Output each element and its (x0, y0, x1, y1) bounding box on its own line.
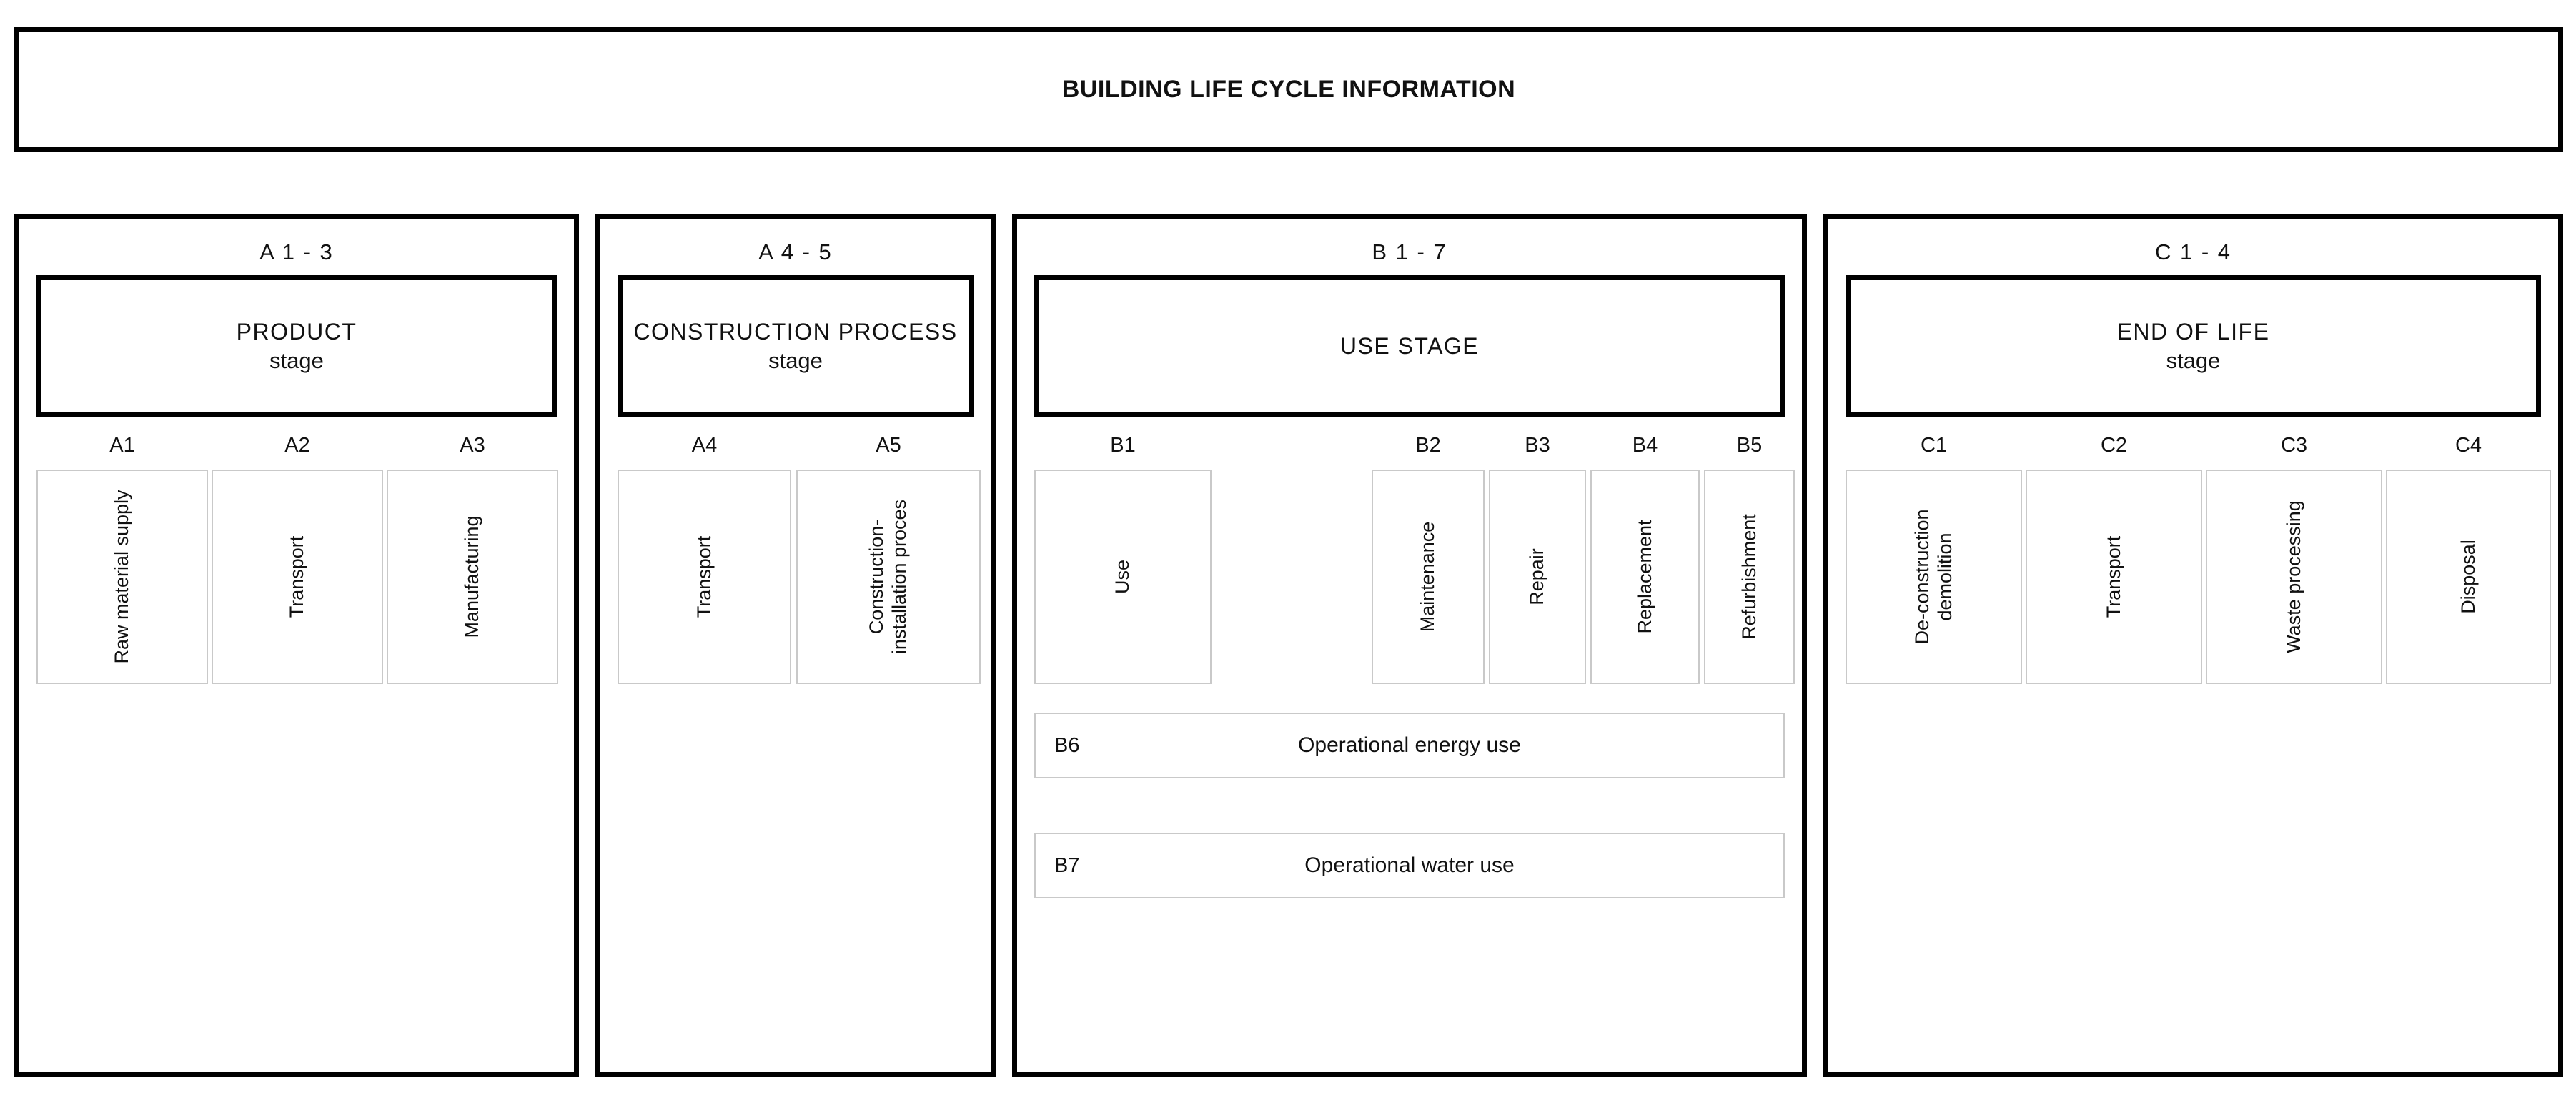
stage-name-c14: END OF LIFE (2116, 318, 2270, 345)
module-code-a5: A5 (876, 434, 901, 457)
module-code-b4: B4 (1632, 434, 1658, 457)
module-c4: C4 Disposal (2386, 427, 2551, 684)
module-box-b2: Maintenance (1372, 470, 1485, 684)
module-a1: A1 Raw material supply (36, 427, 208, 684)
stage-sub-a45: stage (768, 347, 823, 373)
module-row-b6: B6 Operational energy use (1034, 713, 1785, 778)
module-label-c2: Transport (2102, 535, 2124, 618)
module-box-c2: Transport (2026, 470, 2202, 684)
module-code-c1: C1 (1920, 434, 1948, 457)
stage-box-a13: PRODUCT stage (36, 275, 557, 417)
modules-a13: A1 Raw material supply A2 Transport A3 M… (36, 427, 558, 684)
module-code-c3: C3 (2280, 434, 2308, 457)
module-code-a2: A2 (284, 434, 310, 457)
module-label-b7: Operational water use (1304, 853, 1515, 877)
module-label-b6: Operational energy use (1298, 733, 1521, 757)
module-label-a4: Transport (693, 535, 715, 618)
module-a4: A4 Transport (618, 427, 791, 684)
stage-box-a45: CONSTRUCTION PROCESS stage (618, 275, 974, 417)
module-c3: C3 Waste processing (2206, 427, 2382, 684)
module-label-b3: Repair (1526, 548, 1548, 605)
stage-panel-a45: A 4 - 5 CONSTRUCTION PROCESS stage A4 Tr… (595, 214, 996, 1077)
module-code-a4: A4 (691, 434, 718, 457)
module-box-b4: Replacement (1590, 470, 1700, 684)
module-label-b2: Maintenance (1417, 521, 1439, 633)
module-label-a5: Construction-installation proces (866, 499, 910, 655)
module-box-a4: Transport (618, 470, 791, 684)
module-label-b5: Refurbishment (1738, 514, 1760, 640)
modules-a45: A4 Transport A5 Construction-installatio… (618, 427, 981, 684)
module-code-c4: C4 (2454, 434, 2482, 457)
module-box-a5: Construction-installation proces (796, 470, 981, 684)
module-code-b5: B5 (1736, 434, 1763, 457)
module-a3: A3 Manufacturing (387, 427, 558, 684)
stage-panel-a13: A 1 - 3 PRODUCT stage A1 Raw material su… (14, 214, 579, 1077)
module-box-c3: Waste processing (2206, 470, 2382, 684)
module-box-b5: Refurbishment (1704, 470, 1795, 684)
modules-b17: B1 Use B2 Maintenance B3 Repair (1034, 427, 1795, 684)
module-label-a2: Transport (286, 535, 308, 618)
module-b5: B5 Refurbishment (1704, 427, 1795, 684)
module-code-b6: B6 (1054, 733, 1080, 757)
module-c2: C2 Transport (2026, 427, 2202, 684)
stage-name-a45: CONSTRUCTION PROCESS (633, 318, 958, 345)
module-box-b3: Repair (1489, 470, 1586, 684)
module-code-b2: B2 (1415, 434, 1441, 457)
module-box-a2: Transport (212, 470, 383, 684)
module-label-a3: Manufacturing (461, 515, 483, 638)
module-code-b1: B1 (1110, 434, 1136, 457)
stage-panels: A 1 - 3 PRODUCT stage A1 Raw material su… (14, 214, 2563, 1077)
stage-sub-c14: stage (2166, 347, 2221, 373)
stage-code-a13: A 1 - 3 (259, 239, 334, 264)
module-a2: A2 Transport (212, 427, 383, 684)
stage-code-a45: A 4 - 5 (758, 239, 833, 264)
module-b1: B1 Use (1034, 427, 1212, 684)
stage-name-a13: PRODUCT (236, 318, 357, 345)
module-label-c3: Waste processing (2282, 500, 2304, 653)
banner-title: BUILDING LIFE CYCLE INFORMATION (1061, 76, 1516, 103)
module-code-c2: C2 (2100, 434, 2128, 457)
module-row-b7: B7 Operational water use (1034, 833, 1785, 898)
module-label-c4: Disposal (2457, 540, 2479, 614)
module-label-b4: Replacement (1633, 520, 1655, 634)
module-a5: A5 Construction-installation proces (796, 427, 981, 684)
stage-box-c14: END OF LIFE stage (1846, 275, 2541, 417)
stage-box-b17: USE STAGE (1034, 275, 1785, 417)
stage-panel-c14: C 1 - 4 END OF LIFE stage C1 De-construc… (1823, 214, 2563, 1077)
module-label-c1: De-construction demolition (1911, 509, 1956, 645)
stage-sub-a13: stage (269, 347, 324, 373)
module-box-c4: Disposal (2386, 470, 2551, 684)
module-box-a3: Manufacturing (387, 470, 558, 684)
module-box-a1: Raw material supply (36, 470, 208, 684)
module-code-a1: A1 (109, 434, 135, 457)
module-b4: B4 Replacement (1590, 427, 1700, 684)
module-box-c1: De-construction demolition (1846, 470, 2022, 684)
module-code-a3: A3 (460, 434, 485, 457)
stage-panel-b17: B 1 - 7 USE STAGE B1 Use B2 Maintenance (1012, 214, 1807, 1077)
module-c1: C1 De-construction demolition (1846, 427, 2022, 684)
module-code-b7: B7 (1054, 853, 1080, 877)
stage-name-b17: USE STAGE (1339, 332, 1480, 359)
banner: BUILDING LIFE CYCLE INFORMATION (14, 27, 2563, 152)
module-label-a1: Raw material supply (111, 490, 133, 664)
module-box-b1: Use (1034, 470, 1212, 684)
modules-c14: C1 De-construction demolition C2 Transpo… (1846, 427, 2551, 684)
module-code-b3: B3 (1525, 434, 1550, 457)
module-label-b1: Use (1111, 559, 1134, 595)
module-b3: B3 Repair (1489, 427, 1586, 684)
stage-code-b17: B 1 - 7 (1372, 239, 1447, 264)
stage-code-c14: C 1 - 4 (2154, 239, 2232, 264)
module-b2: B2 Maintenance (1372, 427, 1485, 684)
